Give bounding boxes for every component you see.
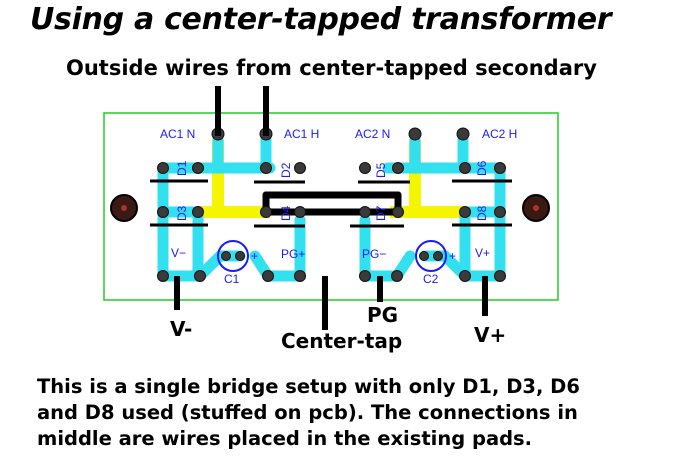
pad xyxy=(459,162,471,174)
ac2-h-label: AC2 H xyxy=(482,127,517,141)
c1-plus-label: + xyxy=(251,249,258,263)
pg-annotation: PG xyxy=(367,303,398,327)
pad xyxy=(221,251,231,261)
d8-label: D8 xyxy=(475,205,489,221)
center-tap-annotation: Center-tap xyxy=(281,329,402,353)
outside-wires xyxy=(174,86,488,330)
caption-line: This is a single bridge setup with only … xyxy=(37,375,580,398)
pad xyxy=(192,162,204,174)
pad xyxy=(260,206,272,218)
pad xyxy=(419,251,429,261)
pad xyxy=(408,127,422,141)
pad xyxy=(194,270,206,282)
pad xyxy=(260,162,272,174)
d6-label: D6 xyxy=(475,160,489,176)
pad xyxy=(192,206,204,218)
pad xyxy=(157,162,169,174)
pad xyxy=(359,162,371,174)
pad xyxy=(391,270,403,282)
pad xyxy=(456,127,470,141)
capacitor-c1-outline xyxy=(217,240,249,272)
caption-line: and D8 used (stuffed on pcb). The connec… xyxy=(37,401,578,424)
d2-label: D2 xyxy=(279,162,293,178)
pad xyxy=(157,270,169,282)
diagram-title: Using a center-tapped transformer xyxy=(30,2,612,37)
ac2-n-label: AC2 N xyxy=(355,127,390,141)
pad xyxy=(392,206,404,218)
yellow-traces xyxy=(196,140,466,218)
caption: This is a single bridge setup with only … xyxy=(37,374,667,452)
pad xyxy=(294,162,306,174)
d5-label: D5 xyxy=(374,162,388,178)
caption-line: middle are wires placed in the existing … xyxy=(37,427,533,450)
pad xyxy=(359,270,371,282)
pads xyxy=(157,127,506,282)
d7-label: D7 xyxy=(374,205,388,221)
outside-wires-label: Outside wires from center-tapped seconda… xyxy=(66,56,597,80)
mounting-holes xyxy=(110,194,550,222)
pg-minus-silk: PG− xyxy=(362,247,386,261)
d3-label: D3 xyxy=(175,205,189,221)
pad xyxy=(392,162,404,174)
pad xyxy=(294,206,306,218)
pad xyxy=(235,251,245,261)
pad xyxy=(459,206,471,218)
v-minus-silk: V− xyxy=(171,246,186,260)
c2-plus-label: + xyxy=(449,249,456,263)
c1-label: C1 xyxy=(224,272,240,286)
pad xyxy=(494,162,506,174)
d1-label: D1 xyxy=(175,160,189,176)
pad xyxy=(157,206,169,218)
capacitor-c2-outline xyxy=(415,240,447,272)
pad xyxy=(494,270,506,282)
pad xyxy=(262,270,274,282)
pad xyxy=(294,270,306,282)
v-plus-silk: V+ xyxy=(475,246,490,260)
c2-label: C2 xyxy=(423,272,439,286)
capacitors xyxy=(217,240,447,272)
pad xyxy=(459,270,471,282)
pad xyxy=(494,206,506,218)
v-minus-annotation: V- xyxy=(170,317,192,341)
pg-plus-silk: PG+ xyxy=(281,247,305,261)
pad xyxy=(359,206,371,218)
ac1-n-label: AC1 N xyxy=(160,127,195,141)
pad xyxy=(433,251,443,261)
pcb-outline xyxy=(103,112,559,301)
v-plus-annotation: V+ xyxy=(474,323,506,347)
ac1-h-label: AC1 H xyxy=(284,127,319,141)
diode-silk-bars xyxy=(150,179,512,228)
d4-label: D4 xyxy=(279,205,293,221)
